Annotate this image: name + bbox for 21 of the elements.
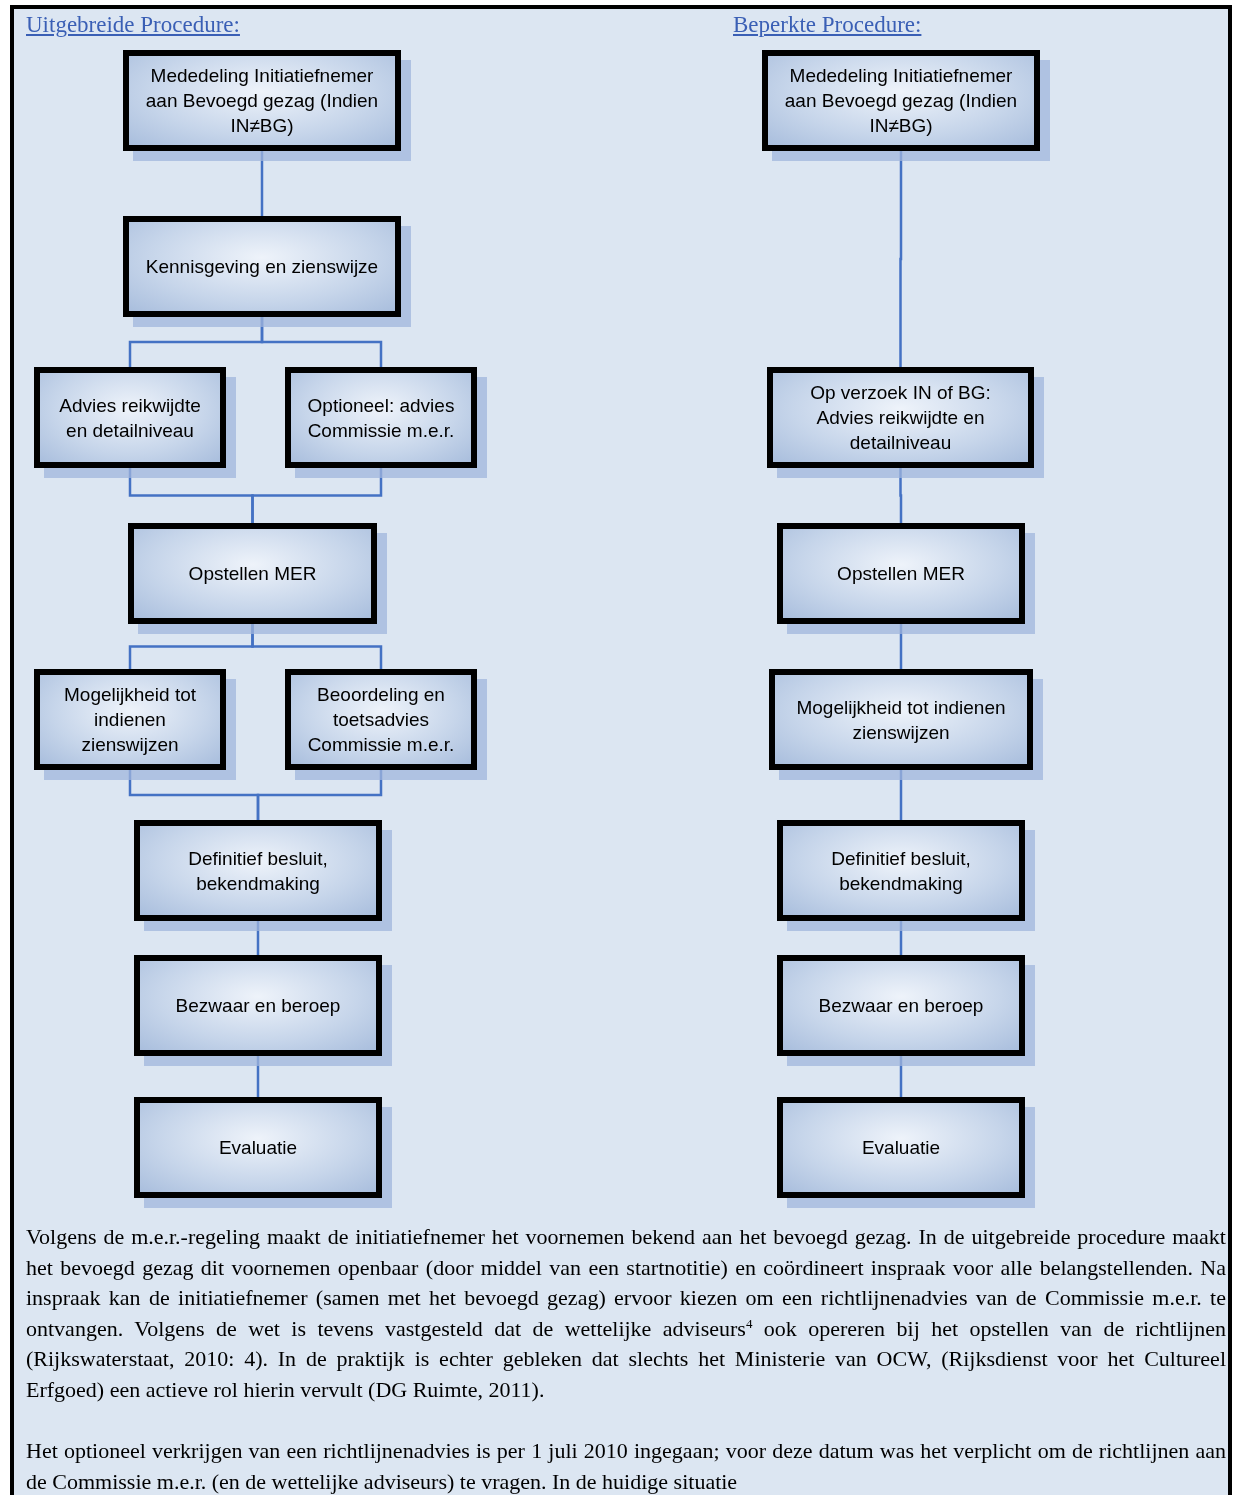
step-text: Advies reikwijdte en detailniveau: [58, 393, 202, 443]
step-text: Bezwaar en beroep: [818, 994, 984, 1018]
step-text: Mededeling Initiatiefnemer aan Bevoegd gezag (Indien IN≠BG): [144, 64, 380, 138]
section-heading: Uitgebreide Procedure:: [26, 12, 240, 38]
body-paragraph: Volgens de m.e.r.-regeling maakt de initiatiefnemer het voornemen bekend aan het bevoegd gezag. In de uitgebreide procedure maakt het bevoegd gezag dit voornemen openbaar (door middel van een startnotitie) en coördineert inspraak voor alle belangstellenden. Na inspraak kan de initiatiefnemer (samen met het bevoegd gezag) ervoor kiezen om een richtlijnenadvies van de Commissie m.e.r. te ontvangen. Volgens de wet is tevens vastgesteld dat de wettelijke adviseurs$^{4}$ ook opereren bij het opstellen van de richtlijnen (Rijkswaterstaat, 2010: 4). In de praktijk is echter gebleken dat slechts het Ministerie van OCW, (Rijksdienst voor het Cultureel Erfgoed) een actieve rol hierin vervult (DG Ruimte, 2011).: [26, 1223, 1226, 1404]
step-text: Evaluatie: [218, 1136, 298, 1160]
body-paragraph: Het optioneel verkrijgen van een richtlijnenadvies is per 1 juli 2010 ingegaan; voor deze datum was het verplicht om de richtlijnen aan de Commissie m.e.r. (en de wettelijke adviseurs) te vragen. In de huidige situatie: [26, 1437, 1226, 1495]
step-text: Mogelijkheid tot indienen zienswijzen: [63, 683, 197, 757]
step-text: Beoordeling en toetsadvies Commissie m.e.r.: [306, 683, 456, 757]
step-text: Bezwaar en beroep: [175, 994, 341, 1018]
step-text: Definitief besluit, bekendmaking: [830, 846, 972, 896]
step-text: Definitief besluit, bekendmaking: [187, 846, 329, 896]
step-text: Mogelijkheid tot indienen zienswijzen: [795, 695, 1007, 745]
step-text: Opstellen MER: [837, 562, 965, 586]
step-text: Opstellen MER: [188, 562, 317, 586]
section-heading: Beperkte Procedure:: [733, 12, 922, 38]
step-text: Op verzoek IN of BG: Advies reikwijdte en detailniveau: [809, 381, 992, 455]
step-text: Evaluatie: [861, 1136, 941, 1160]
step-text: Mededeling Initiatiefnemer aan Bevoegd gezag (Indien IN≠BG): [783, 64, 1019, 138]
step-text: Optioneel: advies Commissie m.e.r.: [306, 393, 456, 443]
step-text: Kennisgeving en zienswijze: [145, 255, 379, 279]
